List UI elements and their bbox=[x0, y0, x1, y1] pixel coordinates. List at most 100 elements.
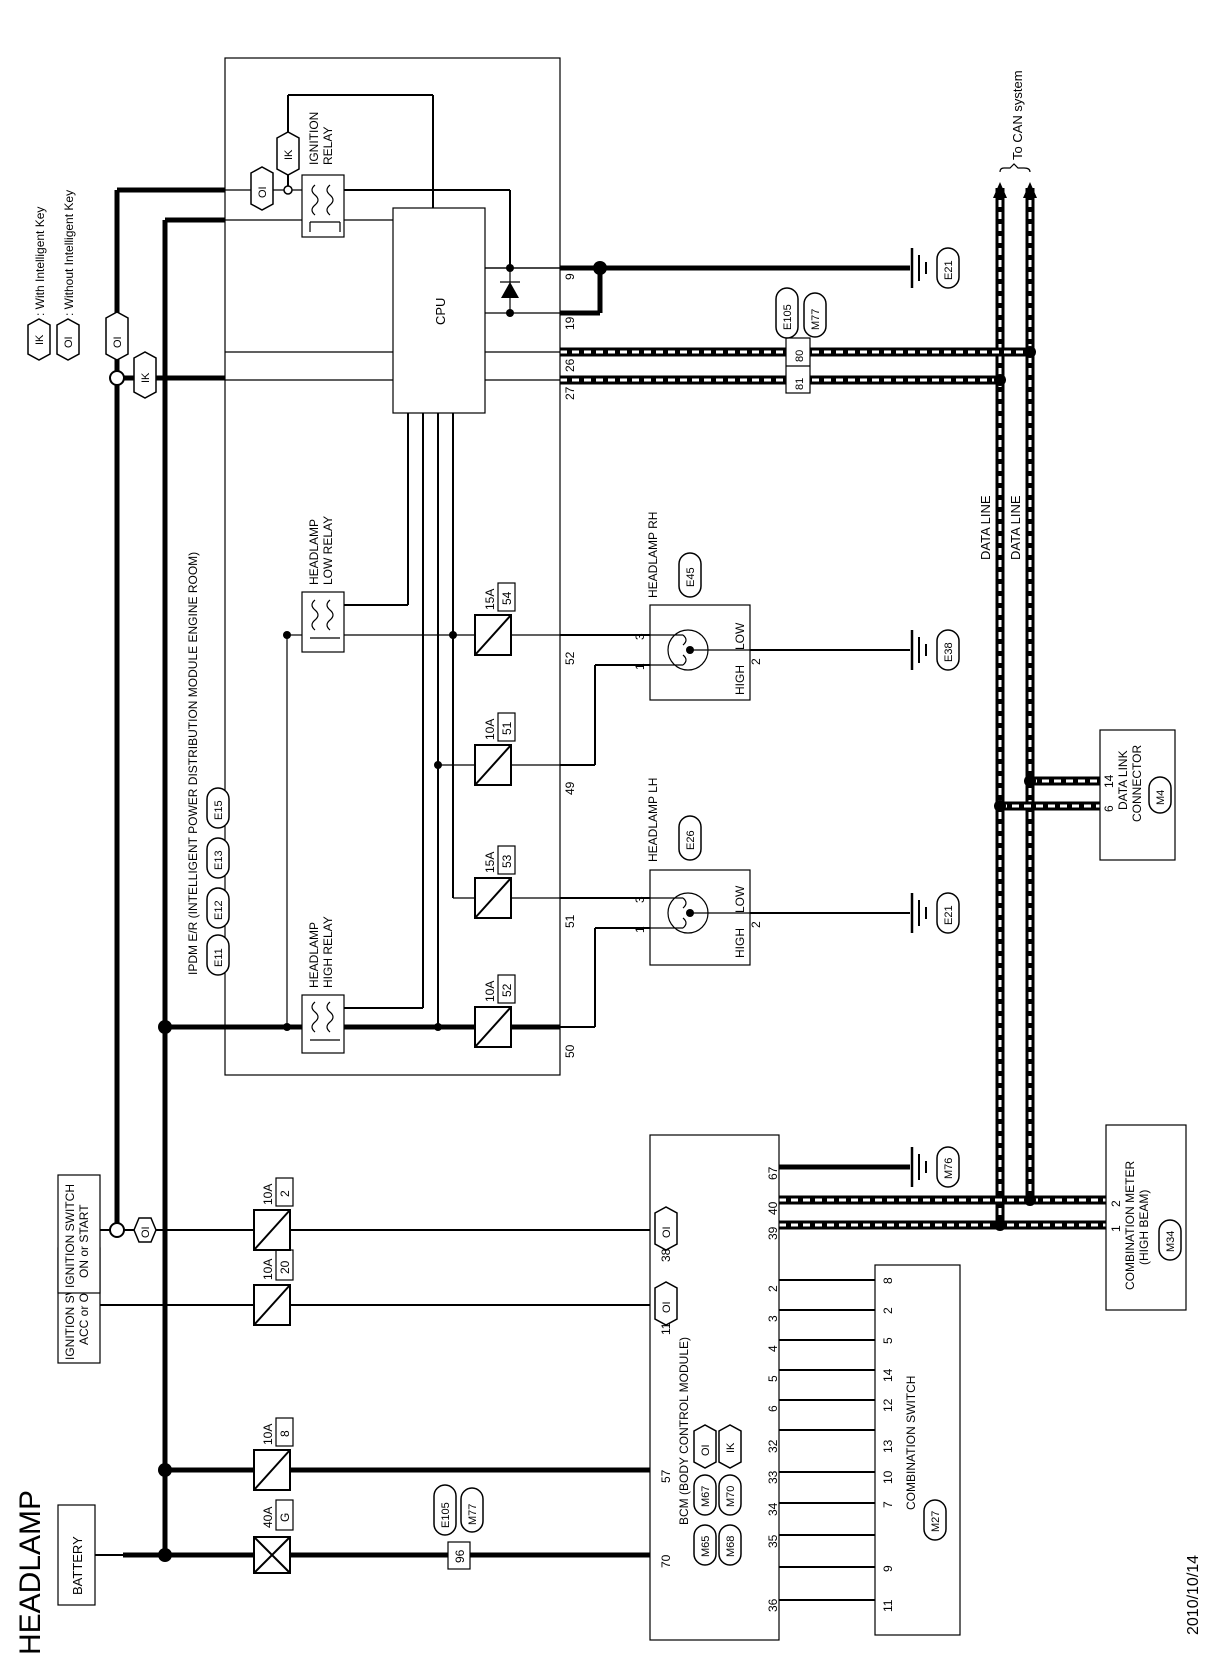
jc-pin-81: 81 bbox=[794, 378, 806, 390]
ipdm-fuse-1-id: 52 bbox=[500, 983, 514, 997]
meter-conn: M34 bbox=[1165, 1231, 1177, 1252]
bcm-pin-3: 3 bbox=[766, 1315, 780, 1322]
meter-label-1: COMBINATION METER bbox=[1123, 1161, 1137, 1290]
ipdm-pin-27: 27 bbox=[563, 386, 577, 400]
ign-on-label-1: IGNITION SWITCH bbox=[63, 1184, 77, 1288]
page-title: HEADLAMP bbox=[14, 1490, 47, 1655]
data-link-connector: 6 14 DATA LINK CONNECTOR M4 bbox=[1099, 729, 1176, 861]
fuse-10a-2-id: 2 bbox=[278, 1190, 292, 1197]
ipdm-pin-26: 26 bbox=[563, 358, 577, 372]
hl-rh-low: LOW bbox=[733, 622, 747, 650]
hl-lh-high: HIGH bbox=[733, 928, 747, 958]
oi-tag-bcm-1: OI bbox=[700, 1444, 712, 1456]
bcm-conn-m70: M70 bbox=[725, 1486, 737, 1507]
cs-pin-5: 5 bbox=[881, 1337, 895, 1344]
cs-conn: M27 bbox=[930, 1511, 942, 1532]
bcm-pin-67: 67 bbox=[766, 1166, 780, 1180]
cs-pin-2: 2 bbox=[881, 1307, 895, 1314]
ipdm-conn-e15: E15 bbox=[213, 800, 225, 820]
hl-lh-pin-1: 1 bbox=[633, 926, 647, 933]
ipdm-conn-e12: E12 bbox=[213, 900, 225, 920]
combination-meter: 1 2 COMBINATION METER (HIGH BEAM) M34 bbox=[1105, 1124, 1187, 1311]
cs-pin-11: 11 bbox=[881, 1599, 895, 1612]
fuse-10a-20-id: 20 bbox=[278, 1260, 292, 1274]
bcm-pin-34: 34 bbox=[766, 1502, 780, 1516]
hl-lh-pin-2: 2 bbox=[749, 921, 763, 928]
hl-high-relay-label-1: HEADLAMP bbox=[307, 922, 321, 988]
hl-rh-high: HIGH bbox=[733, 665, 747, 695]
dlc-pin-6: 6 bbox=[1102, 805, 1116, 812]
ign-on-label-2: ON or START bbox=[77, 1204, 91, 1278]
ign-acc-label-2: ACC or ON bbox=[77, 1284, 91, 1345]
battery-label: BATTERY bbox=[70, 1536, 85, 1595]
ign-relay-label-2: RELAY bbox=[321, 127, 335, 165]
ipdm-fuse-3-amp: 10A bbox=[483, 719, 497, 740]
legend-oi-tag: OI bbox=[63, 336, 75, 348]
meter-label-2: (HIGH BEAM) bbox=[1137, 1190, 1151, 1265]
ipdm-pin-9: 9 bbox=[563, 273, 577, 280]
dlc-label-1: DATA LINK bbox=[1116, 750, 1130, 810]
bcm-pin-70: 70 bbox=[659, 1554, 673, 1568]
ipdm-fuse-4-amp: 15A bbox=[483, 589, 497, 610]
power-sources: BATTERY IGNITION SWITCH ACC or ON IGNITI… bbox=[57, 1174, 123, 1606]
fuse-10a-20-amp: 10A bbox=[261, 1259, 275, 1280]
ipdm-connectors: E11 E12 E13 E15 bbox=[206, 787, 230, 976]
ipdm-pin-49: 49 bbox=[563, 781, 577, 795]
legend-ik-tag: IK bbox=[34, 334, 46, 345]
ipdm-pin-50: 50 bbox=[563, 1044, 577, 1058]
legend-ik-text: : With Intelligent Key bbox=[33, 207, 47, 316]
dlc-label-2: CONNECTOR bbox=[1130, 745, 1144, 822]
legend-oi-text: : Without Intelligent Key bbox=[62, 190, 76, 316]
bcm-pin-6: 6 bbox=[766, 1405, 780, 1412]
bcm-pin-40: 40 bbox=[766, 1201, 780, 1215]
dlc-conn: M4 bbox=[1155, 790, 1167, 805]
bcm: BCM (BODY CONTROL MODULE) M65 M67 M68 M7… bbox=[649, 1134, 960, 1641]
cs-pin-8: 8 bbox=[881, 1277, 895, 1284]
data-line-label-1: DATA LINE bbox=[978, 495, 993, 560]
combination-switch: COMBINATION SWITCH M27 11 9 7 10 13 12 1… bbox=[874, 1264, 961, 1636]
bcm-conn-m65: M65 bbox=[700, 1536, 712, 1557]
jc-bottom-conn-1: E105 bbox=[440, 1502, 452, 1528]
ground-e38: E38 bbox=[943, 642, 955, 662]
hl-lh-pin-3: 3 bbox=[633, 896, 647, 903]
legend: IK : With Intelligent Key OI : Without I… bbox=[27, 190, 80, 361]
bcm-pin-39: 39 bbox=[766, 1226, 780, 1240]
external-fuses: 40A G 10A 8 10A 20 10A 2 96 E105 M77 bbox=[253, 1177, 484, 1574]
cs-pin-9: 9 bbox=[881, 1565, 895, 1572]
ik-tag-top: IK bbox=[140, 372, 152, 383]
oi-tag-bcm-11: OI bbox=[661, 1301, 673, 1313]
to-can-label: To CAN system bbox=[1010, 70, 1025, 160]
hl-rh-conn: E45 bbox=[685, 567, 697, 587]
bcm-switch-wires bbox=[779, 1279, 875, 1601]
bcm-pin-33: 33 bbox=[766, 1470, 780, 1484]
ipdm-er: IPDM E/R (INTELLIGENT POWER DISTRIBUTION… bbox=[186, 57, 577, 1076]
ik-tag-relay: IK bbox=[283, 149, 295, 160]
ipdm-fuse-1-amp: 10A bbox=[483, 981, 497, 1002]
bcm-pin-2: 2 bbox=[766, 1285, 780, 1292]
ground-e21-bottom: E21 bbox=[943, 905, 955, 925]
ipdm-fuse-2-id: 53 bbox=[500, 854, 514, 868]
jc-top-conn-2: M77 bbox=[810, 309, 822, 330]
data-line-label-2: DATA LINE bbox=[1008, 495, 1023, 560]
headlamp-rh: 3 1 2 HIGH LOW HEADLAMP RH E45 E38 bbox=[560, 512, 960, 766]
bcm-title: BCM (BODY CONTROL MODULE) bbox=[677, 1337, 691, 1525]
fuse-40a-amp: 40A bbox=[261, 1507, 275, 1528]
hl-low-relay-label-2: LOW RELAY bbox=[321, 516, 335, 585]
fuse-10a-8-id: 8 bbox=[278, 1430, 292, 1437]
headlamp-lh: 3 1 2 HIGH LOW HEADLAMP LH E26 E21 bbox=[560, 778, 960, 1028]
bcm-pin-5: 5 bbox=[766, 1375, 780, 1382]
hl-high-relay-label-2: HIGH RELAY bbox=[321, 916, 335, 988]
fuse-10a-2-amp: 10A bbox=[261, 1184, 275, 1205]
ipdm-conn-e13: E13 bbox=[213, 850, 225, 870]
fuse-40a-id: G bbox=[278, 1513, 292, 1522]
jc-pin-80: 80 bbox=[794, 350, 806, 362]
ipdm-fuse-3-id: 51 bbox=[500, 721, 514, 735]
bcm-pin-32: 32 bbox=[766, 1439, 780, 1453]
cs-pin-14: 14 bbox=[881, 1368, 895, 1382]
fuse-10a-8-amp: 10A bbox=[261, 1424, 275, 1445]
ipdm-fuse-4-id: 54 bbox=[500, 591, 514, 605]
oi-tag-bcm-38: OI bbox=[661, 1226, 673, 1238]
hl-low-relay-label-1: HEADLAMP bbox=[307, 519, 321, 585]
hl-rh-pin-2: 2 bbox=[749, 658, 763, 665]
